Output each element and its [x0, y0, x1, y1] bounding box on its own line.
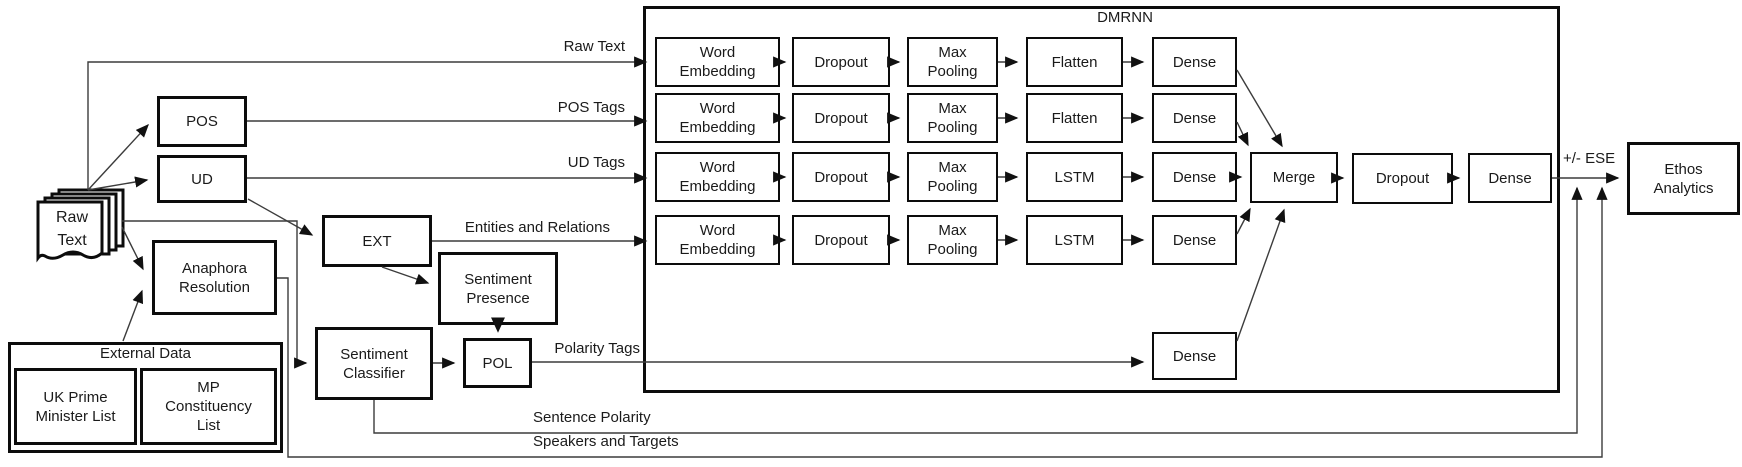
row2-word-embedding: Word Embedding [655, 93, 780, 143]
row4-dropout: Dropout [792, 215, 890, 265]
row4-dense: Dense [1152, 215, 1237, 265]
row1-word-embedding: Word Embedding [655, 37, 780, 87]
row3-dense: Dense [1152, 152, 1237, 202]
row4-max-pooling: Max Pooling [907, 215, 998, 265]
uk-prime-minister-list-node: UK Prime Minister List [14, 368, 137, 445]
edge-label-ese: +/- ESE [1563, 150, 1616, 167]
post-merge-dense: Dense [1468, 153, 1552, 203]
external-data-title: External Data [100, 345, 191, 362]
pos-node: POS [157, 96, 247, 147]
row1-max-pooling: Max Pooling [907, 37, 998, 87]
raw-text-doc-label: Raw Text [55, 209, 88, 249]
row3-max-pooling: Max Pooling [907, 152, 998, 202]
row3-word-embedding: Word Embedding [655, 152, 780, 202]
row4-word-embedding: Word Embedding [655, 215, 780, 265]
row1-flatten: Flatten [1026, 37, 1123, 87]
sentiment-presence-node: Sentiment Presence [438, 252, 558, 325]
sentiment-classifier-node: Sentiment Classifier [315, 327, 433, 400]
ud-node: UD [157, 155, 247, 203]
ethos-analytics-node: Ethos Analytics [1627, 142, 1740, 215]
row2-max-pooling: Max Pooling [907, 93, 998, 143]
merge-node: Merge [1250, 152, 1338, 203]
post-merge-dropout: Dropout [1352, 153, 1453, 204]
polarity-dense: Dense [1152, 332, 1237, 380]
row3-dropout: Dropout [792, 152, 890, 202]
row2-dense: Dense [1152, 93, 1237, 143]
mp-constituency-list-node: MP Constituency List [140, 368, 277, 445]
ext-node: EXT [322, 215, 432, 267]
pol-node: POL [463, 338, 532, 388]
row2-flatten: Flatten [1026, 93, 1123, 143]
row3-lstm: LSTM [1026, 152, 1123, 202]
row1-dropout: Dropout [792, 37, 890, 87]
edge-label-raw-text: Raw Text [563, 38, 625, 55]
row1-dense: Dense [1152, 37, 1237, 87]
row4-lstm: LSTM [1026, 215, 1123, 265]
anaphora-resolution-node: Anaphora Resolution [152, 240, 277, 315]
row2-dropout: Dropout [792, 93, 890, 143]
dmrnn-title: DMRNN [1097, 9, 1153, 26]
